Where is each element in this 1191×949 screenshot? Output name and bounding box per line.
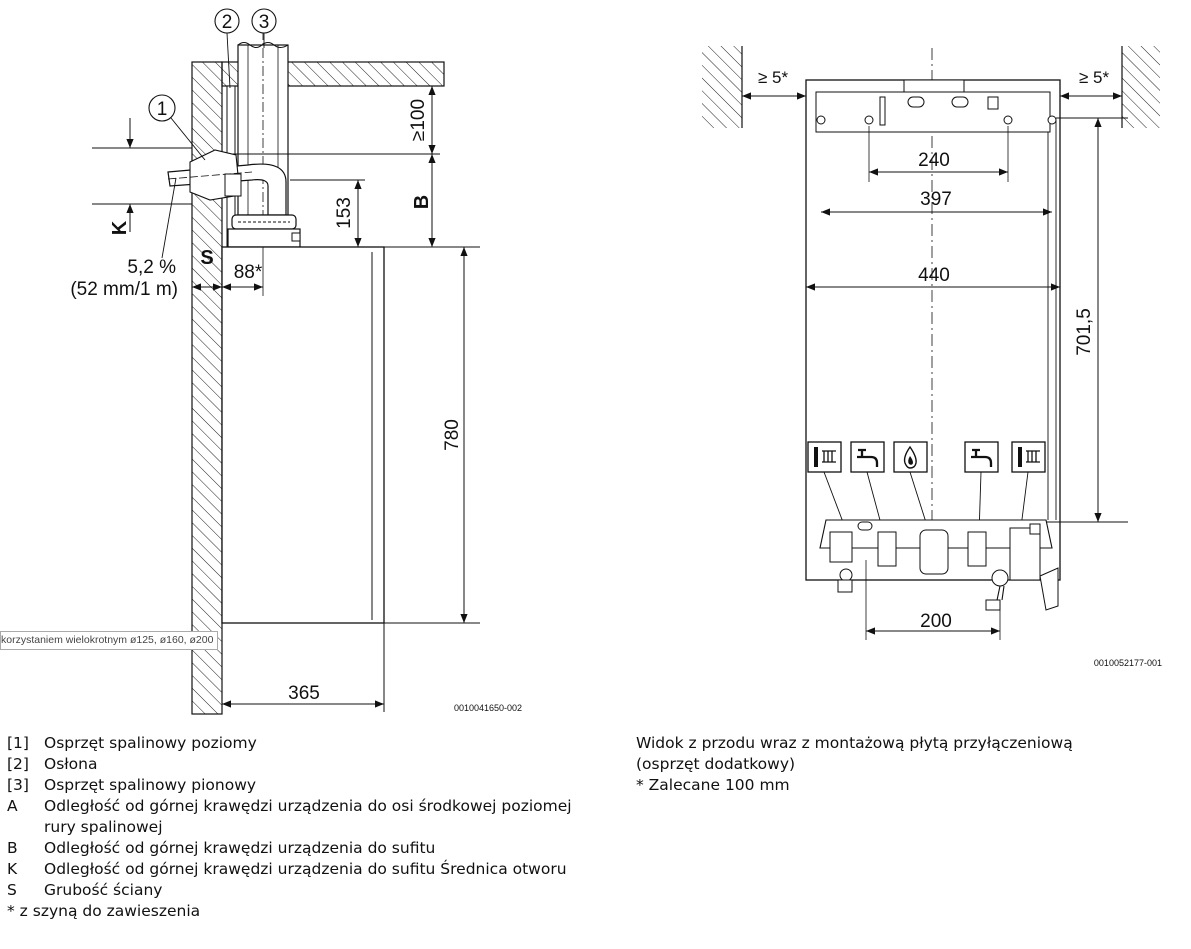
side-view: 1 2 3 ≥100 B 153 K S 88* 5,2 % (52 mm/1 …: [70, 8, 522, 715]
legend-row: B Odległość od górnej krawędzi urządzenia…: [7, 838, 577, 859]
gap-right-label: ≥ 5*: [1079, 68, 1110, 87]
cold-water-icon: [964, 441, 999, 536]
dim-label-B: B: [411, 195, 433, 209]
dim-153: 153: [334, 197, 355, 229]
legend-key: [1]: [7, 734, 29, 752]
gap-left-label: ≥ 5*: [758, 68, 789, 87]
dim-label-S: S: [200, 247, 213, 269]
wall-left: [702, 46, 742, 128]
installation-diagram: 1 2 3 ≥100 B 153 K S 88* 5,2 % (52 mm/1 …: [70, 8, 1162, 715]
svg-text:2: 2: [222, 12, 233, 33]
horizontal-flue-pipe: [167, 149, 287, 216]
dim-397: 397: [920, 189, 952, 210]
boiler-side: [221, 246, 385, 624]
slope-ratio: (52 mm/1 m): [70, 279, 178, 300]
callout-2: 2: [214, 8, 240, 89]
callout-1: 1: [148, 94, 206, 161]
legend-key: [2]: [7, 755, 29, 773]
dim-365: 365: [288, 683, 320, 704]
legend-key: B: [7, 839, 18, 857]
front-view: ≥ 5* ≥ 5* 240 397 440 701,5 200 00100521…: [702, 46, 1162, 668]
radiator-flow-icon: [807, 441, 847, 531]
svg-text:1: 1: [157, 99, 168, 120]
legend-text: Odległość od górnej krawędzi urządzenia …: [44, 839, 436, 857]
legend-text: Odległość od górnej krawędzi urządzenia …: [44, 860, 567, 878]
legend-key: A: [7, 797, 18, 815]
boiler-front: [805, 79, 1061, 581]
legend-row: [1] Osprzęt spalinowy poziomy: [7, 733, 577, 754]
slope-value: 5,2 %: [127, 257, 176, 278]
figure-code-right: 0010052177-001: [1094, 658, 1162, 668]
right-caption: Widok z przodu wraz z montażową płytą pr…: [636, 733, 1176, 796]
dim-240: 240: [918, 150, 950, 171]
legend-key: [3]: [7, 776, 29, 794]
legend-text: Grubość ściany: [44, 881, 163, 899]
right-caption-line2: (osprzęt dodatkowy): [636, 755, 796, 773]
legend-row: S Grubość ściany: [7, 880, 577, 901]
dim-label-K: K: [109, 220, 131, 235]
dim-88: 88*: [234, 262, 263, 283]
legend-row: A Odległość od górnej krawędzi urządzenia…: [7, 796, 577, 838]
tooltip: korzystaniem wielokrotnym ø125, ø160, ø2…: [0, 631, 219, 650]
dim-701-5: 701,5: [1074, 308, 1095, 356]
right-caption-line1: Widok z przodu wraz z montażową płytą pr…: [636, 734, 1073, 752]
legend-text: Osprzęt spalinowy poziomy: [44, 734, 257, 752]
legend-footnote: * z szyną do zawieszenia: [7, 902, 201, 920]
legend: [1] Osprzęt spalinowy poziomy [2] Osłona […: [7, 733, 577, 922]
legend-row: K Odległość od górnej krawędzi urządzenia…: [7, 859, 577, 880]
flue-adapter: [227, 214, 301, 248]
legend-text: Odległość od górnej krawędzi urządzenia …: [44, 797, 572, 836]
gas-flame-icon: [893, 441, 931, 536]
dim-440: 440: [918, 265, 950, 286]
svg-text:3: 3: [259, 12, 270, 33]
legend-key: K: [7, 860, 18, 878]
dim-min-100: ≥100: [408, 99, 429, 141]
legend-row: [2] Osłona: [7, 754, 577, 775]
radiator-return-icon: [1011, 441, 1046, 536]
wall-right: [1122, 46, 1160, 128]
legend-row: [3] Osprzęt spalinowy pionowy: [7, 775, 577, 796]
dim-200: 200: [920, 611, 952, 632]
legend-text: Osprzęt spalinowy pionowy: [44, 776, 257, 794]
hot-water-icon: [850, 441, 885, 536]
connection-plate: [819, 519, 1059, 611]
right-caption-note: * Zalecane 100 mm: [636, 776, 790, 794]
legend-key: S: [7, 881, 17, 899]
callout-3: 3: [251, 8, 277, 48]
dim-780: 780: [442, 419, 463, 451]
figure-code-left: 0010041650-002: [454, 703, 522, 713]
legend-text: Osłona: [44, 755, 98, 773]
mounting-rail: [815, 79, 1057, 133]
